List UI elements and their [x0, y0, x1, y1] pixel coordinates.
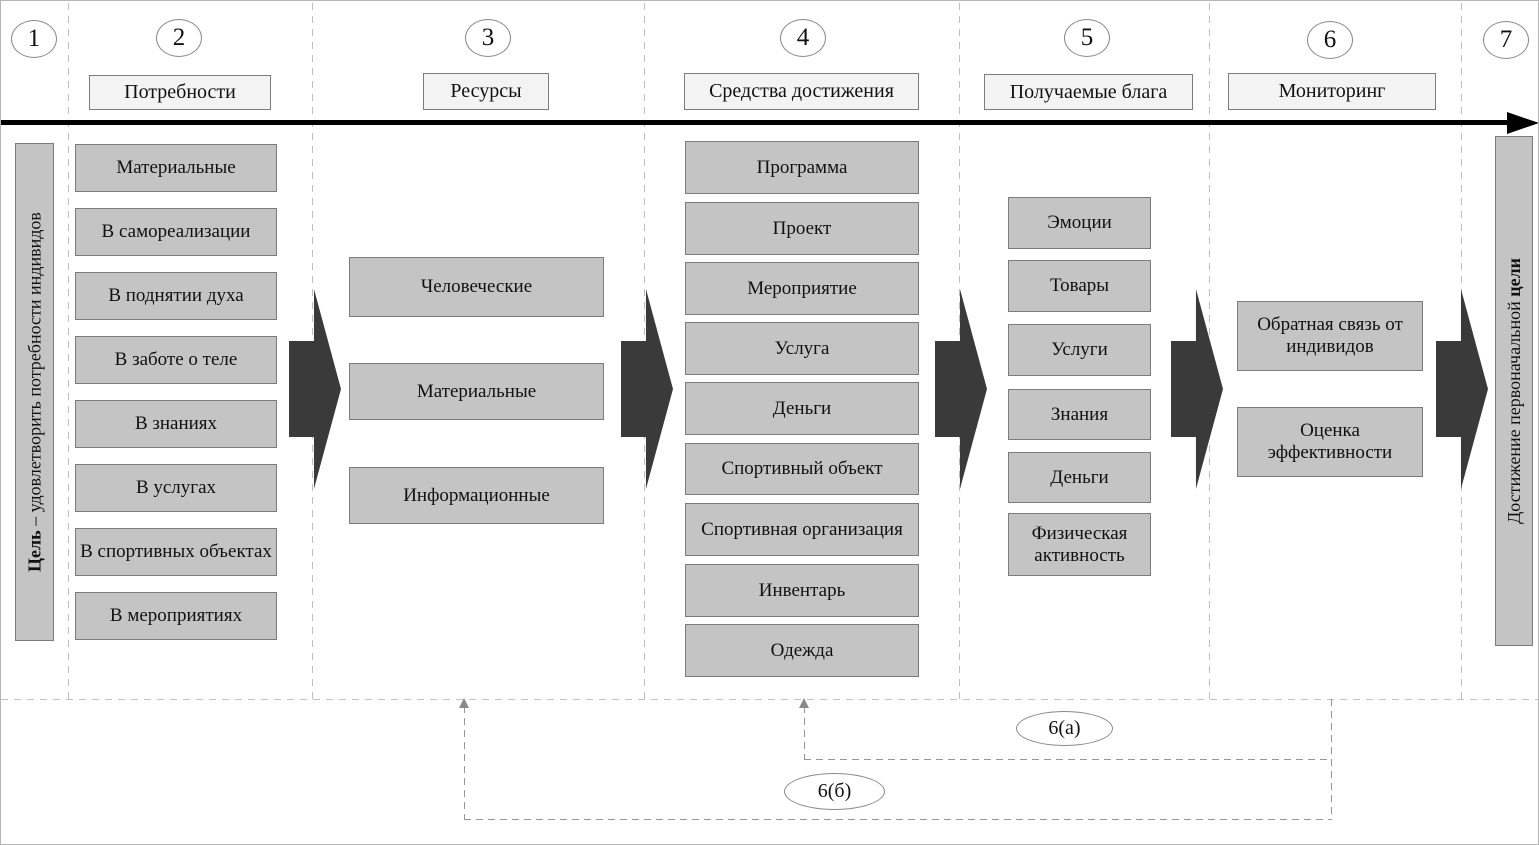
need-item: В поднятии духа: [75, 272, 277, 320]
means-item: Мероприятие: [685, 262, 919, 315]
stage-number-1: 1: [27, 25, 41, 52]
stage-circle-7: 7: [1483, 21, 1529, 59]
need-item: В самореализации: [75, 208, 277, 256]
stage-number-2: 2: [172, 24, 186, 51]
resource-item: Информационные: [349, 467, 604, 524]
means-item: Программа: [685, 141, 919, 194]
stage-number-7: 7: [1499, 26, 1513, 53]
header-resources: Ресурсы: [423, 73, 549, 110]
flow-arrow-icon-4-5: [935, 289, 987, 489]
feedback-b-vertical-line: [464, 706, 465, 819]
feedback-a-horizontal-line: [804, 759, 1332, 760]
header-means: Средства достижения: [684, 73, 919, 110]
benefit-item: Товары: [1008, 260, 1151, 312]
header-benefits: Получаемые блага: [984, 74, 1193, 110]
feedback-a-vertical-line: [804, 706, 805, 759]
need-item: Материальные: [75, 144, 277, 192]
stage-number-3: 3: [481, 24, 495, 51]
stage-number-6: 6: [1323, 26, 1337, 53]
monitoring-item: Оценка эффективности: [1237, 407, 1423, 477]
benefit-item: Эмоции: [1008, 197, 1151, 249]
means-item: Проект: [685, 202, 919, 255]
stage-circle-4: 4: [780, 19, 826, 57]
timeline-line: [1, 120, 1508, 125]
need-item: В знаниях: [75, 400, 277, 448]
stage-circle-2: 2: [156, 19, 202, 57]
need-item: В услугах: [75, 464, 277, 512]
resource-item: Человеческие: [349, 257, 604, 317]
stage-circle-5: 5: [1064, 19, 1110, 57]
header-monitoring: Мониторинг: [1228, 73, 1436, 110]
timeline-arrowhead-icon: [1507, 112, 1538, 134]
need-item: В заботе о теле: [75, 336, 277, 384]
feedback-b-arrowhead-icon: [459, 698, 469, 708]
need-item: В мероприятиях: [75, 592, 277, 640]
need-item: В спортивных объектах: [75, 528, 277, 576]
means-item: Инвентарь: [685, 564, 919, 617]
feedback-b-horizontal-line: [464, 819, 1332, 820]
feedback-a-arrowhead-icon: [799, 698, 809, 708]
stage-circle-6: 6: [1307, 21, 1353, 59]
flow-arrow-icon-2-3: [289, 289, 341, 489]
means-item: Деньги: [685, 382, 919, 435]
means-item: Услуга: [685, 322, 919, 375]
flow-arrow-icon-6-7: [1436, 289, 1488, 489]
stage-circle-1: 1: [11, 20, 57, 58]
benefit-item: Знания: [1008, 389, 1151, 440]
means-item: Спортивный объект: [685, 443, 919, 495]
benefit-item: Деньги: [1008, 452, 1151, 503]
achievement-bar: Достижение первоначальной цели: [1495, 136, 1533, 646]
means-item: Одежда: [685, 624, 919, 677]
achievement-bar-text: Достижение первоначальной цели: [1504, 257, 1524, 525]
stage-number-5: 5: [1080, 24, 1094, 51]
feedback-b-label: 6(б): [784, 773, 885, 810]
flow-arrow-icon-5-6: [1171, 289, 1223, 489]
benefit-item: Услуги: [1008, 324, 1151, 376]
feedback-a-label: 6(а): [1016, 711, 1113, 746]
column-separator-1-2: [68, 3, 69, 699]
goal-bar: Цель – удовлетворить потребности индивид…: [15, 143, 54, 641]
flow-arrow-icon-3-4: [621, 289, 673, 489]
diagram-bottom-boundary: [1, 699, 1538, 700]
benefit-item: Физическая активность: [1008, 513, 1151, 576]
resource-item: Материальные: [349, 363, 604, 420]
means-item: Спортивная организация: [685, 503, 919, 556]
goal-bar-text: Цель – удовлетворить потребности индивид…: [24, 212, 45, 572]
header-needs: Потребности: [89, 75, 271, 110]
stage-circle-3: 3: [465, 19, 511, 57]
stage-number-4: 4: [796, 24, 810, 51]
monitoring-item: Обратная связь от индивидов: [1237, 301, 1423, 371]
